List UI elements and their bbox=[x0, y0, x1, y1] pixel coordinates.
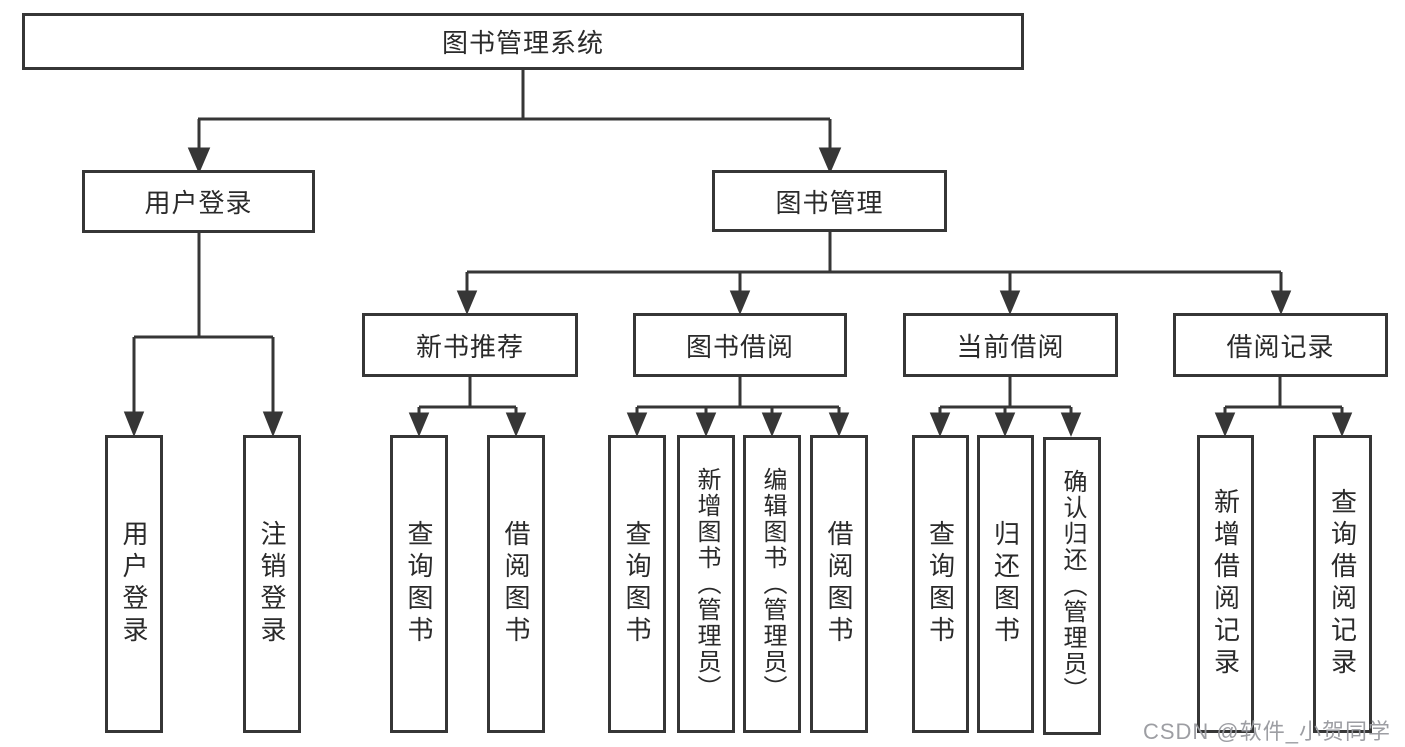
node-leaf-nb-borrow-book-label: 借阅图书 bbox=[501, 520, 531, 648]
node-leaf-bb-edit-book-label: 编辑图书（管理员） bbox=[759, 467, 786, 701]
connector-borrow-records-children bbox=[1214, 377, 1353, 437]
node-leaf-logout: 注销登录 bbox=[243, 435, 301, 733]
node-leaf-bb-add-book: 新增图书（管理员） bbox=[677, 435, 735, 733]
connector-new-book-rec-children bbox=[408, 377, 527, 437]
node-leaf-bb-edit-book: 编辑图书（管理员） bbox=[743, 435, 801, 733]
node-leaf-nb-borrow-book: 借阅图书 bbox=[487, 435, 545, 733]
node-current-borrow-label: 当前借阅 bbox=[956, 331, 1065, 362]
node-leaf-cb-return-book: 归还图书 bbox=[977, 435, 1034, 733]
node-book-borrow: 图书借阅 bbox=[633, 313, 847, 377]
node-leaf-cb-return-book-label: 归还图书 bbox=[990, 520, 1021, 648]
node-leaf-logout-label: 注销登录 bbox=[257, 520, 287, 648]
connector-current-borrow-children bbox=[929, 377, 1082, 437]
node-leaf-br-query-record: 查询借阅记录 bbox=[1313, 435, 1372, 733]
node-book-mgmt: 图书管理 bbox=[712, 170, 947, 232]
node-leaf-bb-borrow-book-label: 借阅图书 bbox=[824, 520, 854, 648]
node-borrow-records: 借阅记录 bbox=[1173, 313, 1388, 377]
node-user-login-label: 用户登录 bbox=[144, 188, 253, 218]
node-leaf-bb-add-book-label: 新增图书（管理员） bbox=[693, 467, 720, 701]
connector-root-to-level2 bbox=[187, 70, 842, 174]
node-book-mgmt-label: 图书管理 bbox=[775, 187, 884, 218]
node-book-borrow-label: 图书借阅 bbox=[685, 331, 794, 362]
node-new-book-rec-label: 新书推荐 bbox=[415, 331, 524, 362]
node-leaf-br-query-record-label: 查询借阅记录 bbox=[1327, 488, 1358, 680]
node-leaf-cb-confirm-return: 确认归还（管理员） bbox=[1043, 437, 1101, 735]
connector-book-mgmt-children bbox=[456, 232, 1292, 315]
node-leaf-bb-query-book-label: 查询图书 bbox=[622, 520, 652, 648]
node-leaf-br-add-record: 新增借阅记录 bbox=[1197, 435, 1254, 733]
node-leaf-nb-query-book: 查询图书 bbox=[390, 435, 448, 733]
node-user-login: 用户登录 bbox=[82, 170, 315, 233]
arrowhead-user-login bbox=[187, 147, 211, 174]
node-new-book-rec: 新书推荐 bbox=[362, 313, 578, 377]
node-root-label: 图书管理系统 bbox=[441, 28, 604, 58]
node-leaf-cb-query-book-label: 查询图书 bbox=[925, 520, 956, 648]
node-leaf-user-login-label: 用户登录 bbox=[119, 520, 149, 648]
node-root: 图书管理系统 bbox=[22, 13, 1024, 70]
connector-book-borrow-children bbox=[626, 377, 850, 437]
node-borrow-records-label: 借阅记录 bbox=[1226, 331, 1335, 362]
node-leaf-bb-query-book: 查询图书 bbox=[608, 435, 666, 733]
node-leaf-cb-confirm-return-label: 确认归还（管理员） bbox=[1059, 469, 1086, 703]
node-leaf-user-login: 用户登录 bbox=[105, 435, 163, 733]
node-current-borrow: 当前借阅 bbox=[903, 313, 1118, 377]
node-leaf-cb-query-book: 查询图书 bbox=[912, 435, 969, 733]
csdn-watermark: CSDN @软件_小贺同学 bbox=[1142, 719, 1391, 744]
arrowhead-book-mgmt bbox=[818, 147, 842, 174]
node-leaf-br-add-record-label: 新增借阅记录 bbox=[1210, 488, 1241, 680]
connector-user-login-children bbox=[123, 233, 284, 438]
node-leaf-bb-borrow-book: 借阅图书 bbox=[810, 435, 868, 733]
node-leaf-nb-query-book-label: 查询图书 bbox=[404, 520, 434, 648]
